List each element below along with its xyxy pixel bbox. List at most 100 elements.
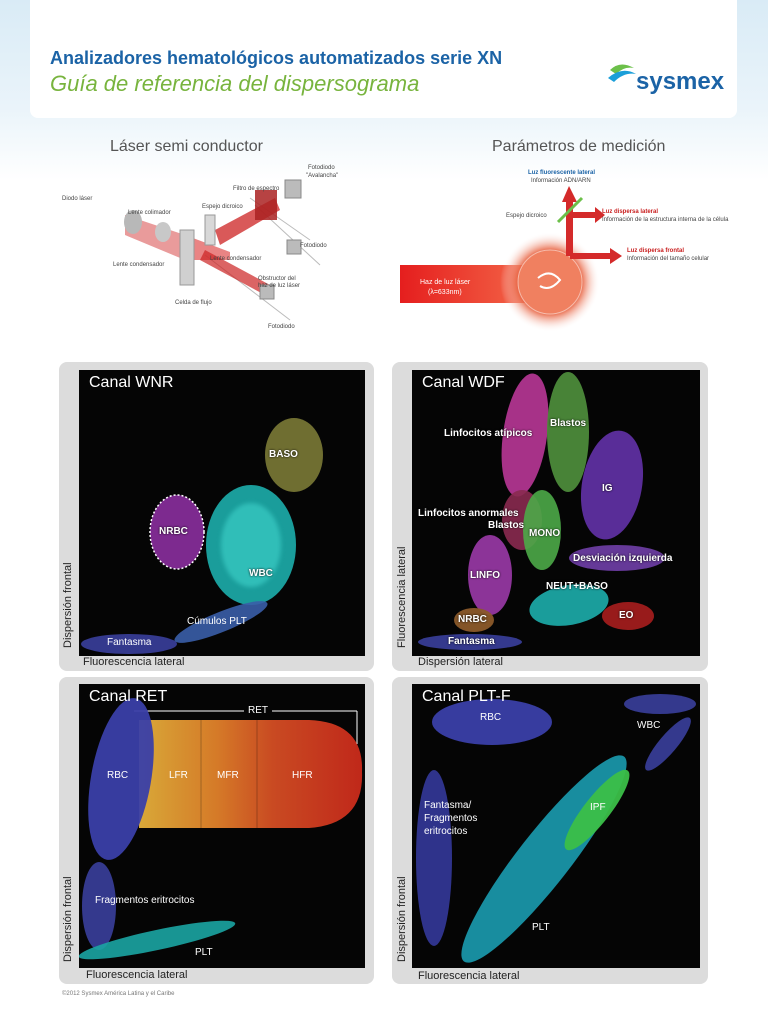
eo-ellipse [602, 602, 654, 630]
label-condensador: Lente condensador [113, 262, 165, 268]
wdf-label-blastos: Blastos [550, 418, 587, 429]
label-espejo: Espejo dicroico [202, 204, 243, 210]
baso-ellipse [265, 418, 323, 492]
wnr-label-nrbc: NRBC [159, 526, 188, 537]
ret-region [139, 720, 363, 828]
ret-label-ret: RET [244, 705, 272, 716]
label-avalancha-1: Fotodiodo [308, 165, 335, 171]
params-title: Parámetros de medición [492, 138, 666, 155]
label-fotodiodo: Fotodiodo [300, 243, 327, 249]
nrbc-ellipse [149, 494, 205, 570]
fantasma-ellipse [81, 634, 177, 654]
label-filtro: Filtro de espectro [233, 186, 280, 192]
pltf-title: Canal PLT-F [422, 688, 511, 705]
logo-text: sysmex [636, 68, 725, 95]
fantasma-pltf-ellipse [416, 770, 452, 946]
label-celda: Celda de flujo [175, 300, 212, 306]
label-condensador-2: Lente condensador [210, 256, 262, 262]
pltf-label-fantasma-1: Fantasma/ [424, 800, 472, 811]
wdf-label-blastos-2: Blastos [488, 520, 525, 531]
pltf-plot: Canal PLT-F RBC WBC Fantasma/ Fragmentos… [412, 684, 700, 968]
wdf-label-nrbc: NRBC [458, 614, 487, 625]
wdf-plot: Canal WDF Linfocitos atípicos Blastos IG… [412, 370, 700, 656]
rbc-pltf-ellipse [432, 699, 552, 745]
haz-label-2: (λ=633nm) [428, 289, 462, 296]
side-title: Luz dispersa lateral [602, 209, 659, 215]
fluor-info: Información ADN/ARN [531, 178, 591, 184]
cumulos-ellipse [174, 601, 268, 643]
wnr-title: Canal WNR [89, 374, 174, 391]
front-info: Información del tamaño celular [627, 256, 710, 262]
sysmex-logo-icon [608, 64, 636, 82]
label-colimador: Lente colimador [128, 210, 171, 216]
linfat-ellipse [501, 373, 549, 497]
wnr-plot: Canal WNR BASO NRBC WBC Cúmulos PLT Fant… [79, 370, 365, 656]
wnr-ylabel: Dispersión frontal [62, 562, 74, 648]
pltf-xlabel: Fluorescencia lateral [418, 970, 520, 982]
wnr-label-fantasma: Fantasma [107, 637, 152, 648]
laser-title: Láser semi conductor [110, 138, 263, 155]
desv-ellipse [569, 545, 665, 571]
wnr-label-baso: BASO [269, 449, 298, 460]
ipf-ellipse [564, 769, 630, 851]
pltf-label-fantasma-3: eritrocitos [424, 826, 468, 837]
mono-ellipse [523, 490, 561, 570]
neut-ellipse [529, 584, 609, 626]
wdf-label-linfanorm: Linfocitos anormales [418, 508, 519, 519]
wdf-label-desv: Desviación izquierda [573, 553, 673, 564]
wdf-title: Canal WDF [422, 374, 505, 391]
wdf-label-eo: EO [619, 610, 634, 621]
wnr-xlabel: Fluorescencia lateral [83, 656, 185, 668]
fantasma-wdf-ellipse [418, 634, 522, 650]
ig-ellipse [580, 430, 644, 540]
blastos-ellipse [547, 372, 589, 492]
ret-label-hfr: HFR [292, 770, 313, 781]
label-diodo: Diodo láser [62, 196, 93, 202]
ret-title: Canal RET [89, 688, 168, 705]
fluor-title: Luz fluorescente lateral [528, 170, 596, 176]
pltf-label-ipf: IPF [590, 802, 606, 813]
wdf-ylabel: Fluorescencia lateral [396, 546, 408, 649]
wbc-pltf-ellipse-2 [645, 717, 691, 771]
wdf-label-neut: NEUT+BASO [546, 581, 608, 592]
label-avalancha-2: "Avalancha" [306, 173, 339, 179]
label-obstructor-1: Obstructor del [258, 276, 296, 282]
front-title: Luz dispersa frontal [627, 248, 685, 254]
wdf-label-fantasma: Fantasma [448, 636, 495, 647]
pltf-label-fantasma-2: Fragmentos [424, 813, 478, 824]
wdf-xlabel: Dispersión lateral [418, 656, 503, 668]
ret-ylabel: Dispersión frontal [62, 876, 74, 962]
wdf-label-linfat: Linfocitos atípicos [444, 428, 533, 439]
ret-label-mfr: MFR [217, 770, 239, 781]
param-espejo: Espejo dicroico [506, 213, 547, 219]
wdf-label-linfo: LINFO [470, 570, 500, 581]
nrbc-wdf-ellipse [454, 608, 494, 632]
wnr-label-cumulos: Cúmulos PLT [187, 616, 247, 627]
wnr-label-wbc: WBC [249, 568, 273, 579]
linfo-ellipse [468, 535, 512, 615]
page-subtitle: Guía de referencia del dispersograma [50, 71, 420, 96]
wdf-label-mono: MONO [529, 528, 561, 539]
ret-plot: Canal RET RET RBC LFR MFR HFR Fragmentos… [79, 684, 365, 968]
ret-label-frag: Fragmentos eritrocitos [95, 895, 195, 906]
rbc-ret-ellipse [88, 698, 154, 860]
params-diagram [400, 186, 622, 332]
laser-diagram [124, 179, 321, 321]
plt-ret-ellipse [79, 920, 236, 960]
ret-label-lfr: LFR [169, 770, 188, 781]
footer-copyright: ©2012 Sysmex América Latina y el Caribe [62, 991, 175, 997]
label-obstructor-2: haz de luz láser [258, 283, 301, 289]
ret-xlabel: Fluorescencia lateral [86, 969, 188, 981]
page-title: Analizadores hematológicos automatizados… [50, 48, 503, 68]
header-card [30, 0, 737, 118]
ret-label-plt: PLT [195, 947, 213, 958]
ret-label-rbc: RBC [107, 770, 129, 781]
label-fotodiodo-2: Fotodiodo [268, 324, 295, 330]
pltf-ylabel: Dispersión frontal [396, 876, 408, 962]
pltf-label-wbc: WBC [637, 720, 661, 731]
frag-ellipse [82, 862, 116, 950]
pltf-label-rbc: RBC [480, 712, 502, 723]
wdf-label-ig: IG [602, 483, 613, 494]
wbc-pltf-ellipse-1 [624, 694, 696, 714]
side-info: Información de la estructura interna de … [602, 217, 729, 223]
